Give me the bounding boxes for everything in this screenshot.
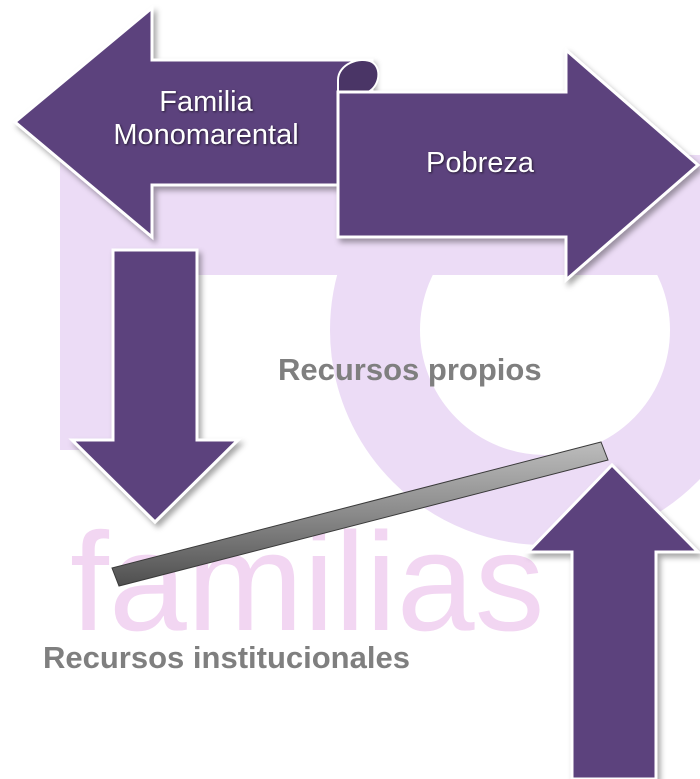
familia-arrow-label: Familia Monomarental [96, 86, 316, 152]
balance-bar [111, 441, 609, 587]
up-arrow [524, 462, 700, 779]
familia-label-line1: Familia [159, 86, 253, 118]
ribbon-curl [337, 59, 380, 93]
familia-label-line2: Monomarental [113, 119, 299, 151]
down-arrow [68, 248, 242, 525]
recursos-institucionales-label: Recursos institucionales [43, 640, 410, 675]
recursos-propios-label: Recursos propios [278, 352, 542, 387]
pobreza-right-arrow [336, 46, 700, 284]
pobreza-arrow-label: Pobreza [425, 147, 534, 179]
